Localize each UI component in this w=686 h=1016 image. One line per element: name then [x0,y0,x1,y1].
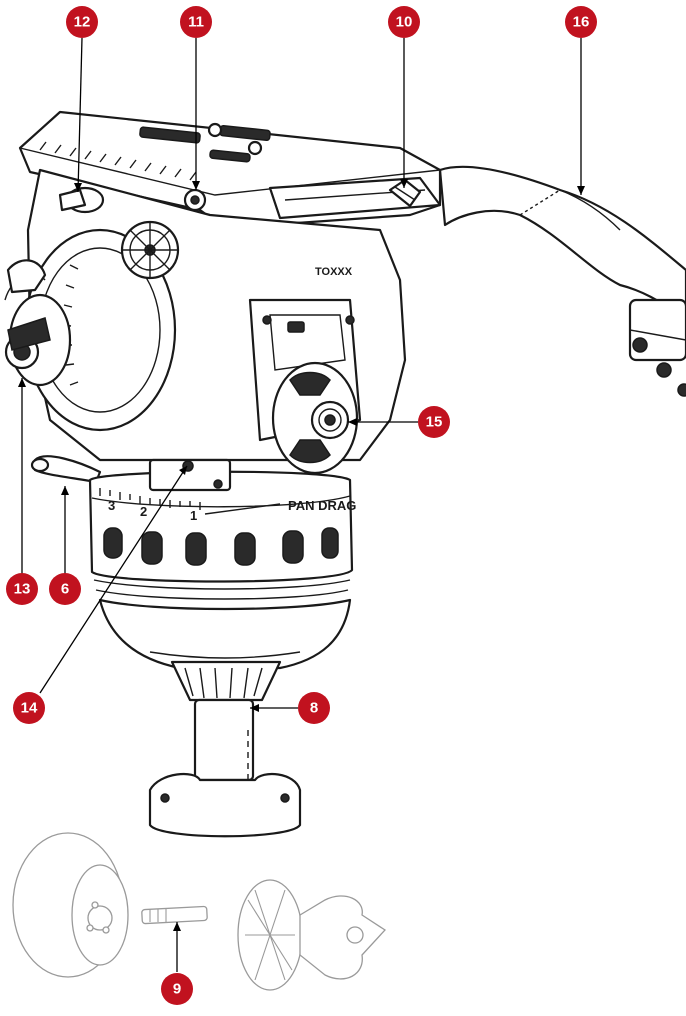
callout-label: 13 [14,581,31,598]
pan-scale-number-1: 1 [190,508,197,523]
numbered-callout-icon [6,573,38,605]
numbered-callout-icon [66,6,98,38]
callout-label: 9 [173,981,181,998]
adapter-bolt [141,905,208,925]
pan-lock-lever [30,455,102,484]
callout-label: 6 [61,581,69,598]
callout-9: 9 [161,973,193,1005]
callout-12: 12 [66,6,98,38]
numbered-callout-icon [13,692,45,724]
callout-label: 10 [396,14,413,31]
callout-label: 11 [188,14,204,31]
callout-13: 13 [6,573,38,605]
clamp-knob-exploded [237,879,386,991]
callout-label: 15 [426,414,443,431]
head-body: TOXXX [23,168,407,475]
pan-bar-handle [438,165,686,397]
numbered-callout-icon [49,573,81,605]
pan-drag-ring [103,527,339,566]
numbered-callout-icon [298,692,330,724]
pan-drag-knob [271,361,359,475]
callout-label: 14 [21,700,38,717]
pan-scale-number-3: 3 [108,498,115,513]
bowl-adapter-exploded [12,832,129,978]
pan-scale-number-2: 2 [140,504,147,519]
pan-drag-label: PAN DRAG [288,498,356,513]
leader-lines [18,37,585,972]
callout-14: 14 [13,692,45,724]
plate-serrations [39,141,197,181]
numbered-callout-icon [161,973,193,1005]
numbered-callout-icon [565,6,597,38]
pan-base: 3 2 1 PAN DRAG [88,458,356,600]
callout-label: 12 [74,14,91,31]
numbered-callout-icon [180,6,212,38]
numbered-callout-icon [388,6,420,38]
callout-16: 16 [565,6,597,38]
counterbalance-knob [4,259,72,387]
callout-11: 11 [180,6,212,38]
callout-6: 6 [49,573,81,605]
callout-label: 16 [573,14,590,31]
numbered-callout-icon [418,406,450,438]
callout-10: 10 [388,6,420,38]
model-marking: TOXXX [315,266,353,278]
callout-8: 8 [298,692,330,724]
callout-15: 15 [418,406,450,438]
half-ball-stem [148,660,302,838]
plate-lock-lever [388,178,422,208]
callout-label: 8 [310,700,318,717]
half-ball [98,598,352,670]
